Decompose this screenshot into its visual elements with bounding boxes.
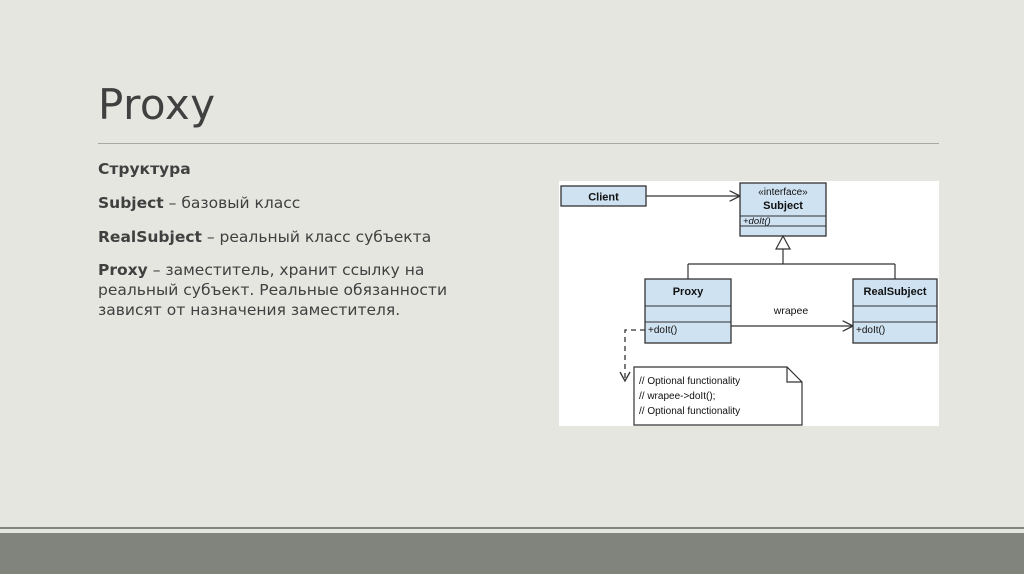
subject-method: +doIt() [743,216,771,227]
proxy-class: Proxy +doIt() [644,278,732,344]
uml-diagram: Client «interface» Subject +doIt() Proxy [559,181,939,426]
realsubject-class: RealSubject +doIt() [852,278,938,344]
note: // Optional functionality // wrapee->doI… [633,366,803,426]
uml-diagram-svg: Client «interface» Subject +doIt() Proxy [560,182,938,426]
slide-body: Структура Subject – базовый класс RealSu… [98,160,478,335]
wrapee-label: wrapee [773,305,809,317]
subject-stereotype: «interface» [758,187,808,198]
realsubject-name: RealSubject [864,286,927,298]
proxy-name: Proxy [673,286,704,298]
realsubject-method: +doIt() [856,325,885,336]
note-line-2: // wrapee->doIt(); [639,391,715,402]
note-line-3: // Optional functionality [639,406,740,417]
subject-name: Subject [763,200,803,212]
title-divider [98,143,939,144]
client-name: Client [588,192,619,204]
slide-title: Proxy [98,80,216,129]
client-class: Client [560,185,647,207]
note-line-1: // Optional functionality [639,376,740,387]
proxy-method: +doIt() [648,325,677,336]
note-link-arrowhead [619,371,631,383]
generalization [687,234,896,279]
item-proxy: Proxy – заместитель, хранит ссылку на ре… [98,261,448,320]
item-subject: Subject – базовый класс [98,193,301,212]
subject-interface: «interface» Subject +doIt() [739,182,827,237]
footer-line [0,527,1024,529]
footer-band [0,533,1024,574]
note-link [624,329,645,379]
structure-heading: Структура [98,160,191,178]
item-realsubject: RealSubject – реальный класс субъекта [98,227,432,246]
